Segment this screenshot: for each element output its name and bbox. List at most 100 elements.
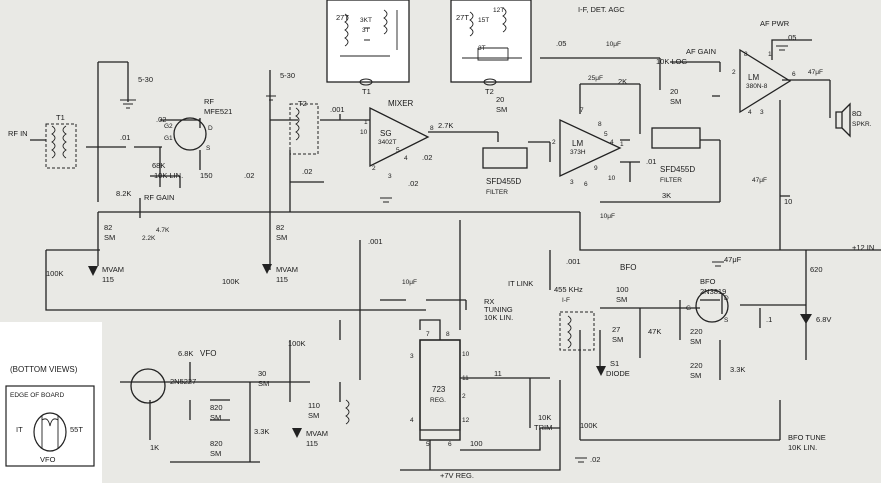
lm380-pin1: 1 <box>768 51 772 58</box>
rx-tuning-title: RX <box>484 297 494 306</box>
if-amp-pin7: 7 <box>580 107 584 114</box>
regulator-trim: 10K <box>538 413 551 422</box>
wiring <box>30 39 881 471</box>
vfo-c820b: 820 <box>210 439 223 448</box>
rx-tuning-c10uf: 10μF <box>402 279 417 286</box>
af-pwr-cap-05: .05 <box>786 33 796 42</box>
bfo-c100-sm: SM <box>616 295 627 304</box>
if-amp-pin3: 3 <box>570 179 574 186</box>
regulator-trim-sub: TRIM <box>534 423 552 432</box>
bfo-c100: 100 <box>616 285 629 294</box>
filter2-cap-sm: SM <box>670 97 681 106</box>
bfo-tune-pot: 10K LIN. <box>788 443 817 452</box>
mixer-pin4: 4 <box>404 155 408 162</box>
lm380-pin4: 4 <box>748 109 752 116</box>
bfo-s: S <box>724 317 729 324</box>
filter2-label: SFD455D <box>660 165 695 174</box>
if-amp-pin6: 6 <box>584 181 588 188</box>
af-pwr-title: AF PWR <box>760 19 790 28</box>
if-amp-pin4: 4 <box>610 139 614 146</box>
if-amp-r3k: 3K <box>662 191 671 200</box>
rx-tuning-sub: TUNING <box>484 305 513 314</box>
inset-it-label: IT <box>16 425 23 434</box>
vfo-c820a: 820 <box>210 403 223 412</box>
if-amp-c01: .01 <box>646 157 656 166</box>
speaker-label: SPKR. <box>852 121 872 128</box>
filter2-sub: FILTER <box>660 177 682 184</box>
bfo-c220b-sm: SM <box>690 371 701 380</box>
t1-cap-01: .01 <box>120 133 130 142</box>
vfo-mvam: MVAM <box>306 429 328 438</box>
filter1-sub: FILTER <box>486 189 508 196</box>
regulator-pin8: 8 <box>446 331 450 338</box>
rf-amp-r22k: 2.2K <box>142 235 156 242</box>
bfo-title: BFO <box>620 263 636 272</box>
rf-amp-c02: .02 <box>244 171 254 180</box>
supply-plus12: +12 IN <box>852 243 874 252</box>
vfo-r100k: 100K <box>288 339 306 348</box>
t1-winding-3kt: 3KT <box>360 17 372 24</box>
t2-trimmer: 5-30 <box>280 71 295 80</box>
bfo-c02: .02 <box>590 455 600 464</box>
t1-winding-27t: 27T <box>336 13 349 22</box>
t2-winding-15t: 15T <box>478 17 489 24</box>
rf-amp-g1: G1 <box>164 135 173 142</box>
if-det-agc-title: I-F, DET. AGC <box>578 5 625 14</box>
filter2-cap: 20 <box>670 87 678 96</box>
rf-gain-label: RF GAIN <box>144 193 174 202</box>
edge-of-board-label: EDGE OF BOARD <box>10 392 64 399</box>
vfo-c110-sm: SM <box>308 411 319 420</box>
speaker-ohms: 8Ω <box>852 109 862 118</box>
t2-winding-12t: 12T <box>493 7 504 14</box>
bfo-c27: 27 <box>612 325 620 334</box>
t1-cap-02: .02 <box>156 115 166 124</box>
bfo-c27-sm: SM <box>612 335 623 344</box>
lm380-pin2: 2 <box>732 69 736 76</box>
rf-amp-r68k: 68K <box>152 161 165 170</box>
af-gain-title: AF GAIN <box>686 47 716 56</box>
vfo-part: 2N5227 <box>170 377 196 386</box>
rf-amp-r47k: 4.7K <box>156 227 170 234</box>
bfo-c001: .001 <box>566 257 581 266</box>
regulator-pin3: 3 <box>410 353 414 360</box>
if-amp-ic: LM <box>572 139 583 148</box>
inset-t2: 27T 12T 15T 3T T2 <box>450 0 532 96</box>
bfo-c220a-sm: SM <box>690 337 701 346</box>
labels: I-F, DET. AGC AF PWR LM 380N-8 .05 47μF … <box>8 5 874 480</box>
mixer-c02a: .02 <box>422 153 432 162</box>
vfo-c30: 30 <box>258 369 266 378</box>
components <box>45 45 851 463</box>
regulator-pin11: 11 <box>462 375 469 382</box>
rf-amp-mvam: MVAM <box>102 265 124 274</box>
bottom-views-label: (BOTTOM VIEWS) <box>10 365 78 374</box>
rf-in-label: RF IN <box>8 129 28 138</box>
t2-mvam-n: 115 <box>276 275 288 284</box>
mixer-c02b: .02 <box>408 179 418 188</box>
if-amp-pin9: 9 <box>594 165 598 172</box>
filter1-label: SFD455D <box>486 177 521 186</box>
bfo-g: G <box>686 305 691 312</box>
af-gain-cap-10uf: 10μF <box>606 41 621 48</box>
supply-zener: 6.8V <box>816 315 831 324</box>
rf-amp-d: D <box>208 125 213 132</box>
regulator-pin5: 5 <box>426 441 430 448</box>
mixer-c001: .001 <box>368 237 383 246</box>
inset-t1: 27T 3KT 3T T1 <box>326 0 410 96</box>
mixer-pin1: 1 <box>364 119 368 126</box>
lm380-pin6: 6 <box>792 71 796 78</box>
lm380-part: 380N-8 <box>746 83 768 90</box>
vfo-r33k: 3.3K <box>254 427 269 436</box>
mixer-pin3: 3 <box>388 173 392 180</box>
filter2-c47: 47μF <box>752 177 767 184</box>
if-amp-pin1: 1 <box>620 141 624 148</box>
if-amp-pin10: 10 <box>608 175 616 182</box>
t2-c82-sm: SM <box>276 233 287 242</box>
bfo-r100k: 100K <box>580 421 598 430</box>
mixer-pin5: 5 <box>396 147 400 154</box>
rf-amp-c82: 82 <box>104 223 112 232</box>
bfo-if-sub: I-F <box>562 297 570 304</box>
bfo-r33k: 3.3K <box>730 365 745 374</box>
regulator-pin7: 7 <box>426 331 430 338</box>
t1-trimmer: 5-30 <box>138 75 153 84</box>
